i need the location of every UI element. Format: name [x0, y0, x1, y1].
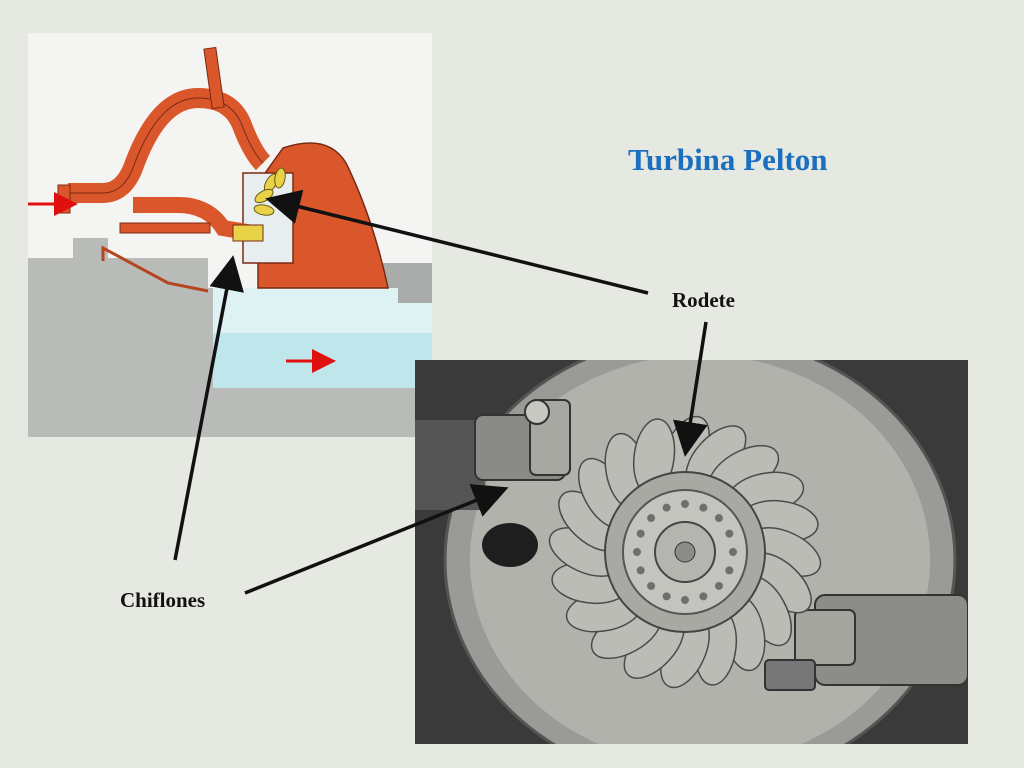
flange-bolt — [714, 581, 723, 590]
flange-bolt — [725, 566, 734, 575]
chiflones-pointer-photo — [244, 484, 509, 595]
flange-bolt — [647, 514, 656, 523]
flange-bolt — [681, 596, 689, 604]
flange-bolt — [699, 503, 708, 512]
plate-hole — [482, 523, 538, 567]
rodete-pointer-photo — [673, 321, 708, 457]
turbine-schematic — [28, 46, 432, 437]
label-rodete: Rodete — [672, 288, 735, 312]
flange-bolt — [636, 529, 645, 538]
penstock-outline — [68, 97, 264, 194]
rodete-pointer-diagram — [265, 189, 649, 295]
chiflones-pointer-diagram — [173, 255, 244, 561]
nozzle-pipe — [119, 222, 211, 234]
right-nozzle — [764, 594, 968, 691]
turbine-diagram — [28, 33, 432, 437]
nozzle — [232, 224, 264, 242]
flange-bolt — [647, 581, 656, 590]
label-chiflones: Chiflones — [120, 588, 206, 612]
flange-bolt — [636, 566, 645, 575]
flange-bolt — [699, 592, 708, 601]
pit — [213, 288, 432, 333]
flange-bolts — [633, 500, 737, 604]
flange-bolt — [633, 548, 641, 556]
left-nozzle — [415, 399, 571, 510]
drain-pipe — [101, 245, 209, 293]
runner-photo-illustration — [415, 360, 968, 744]
flange-bolt — [662, 503, 671, 512]
foundation — [383, 263, 432, 303]
slide-title: Turbina Pelton — [628, 142, 828, 177]
hub-center — [674, 541, 696, 563]
flange-bolt — [729, 548, 737, 556]
flange-bolt — [681, 500, 689, 508]
flange-bolt — [725, 529, 734, 538]
flange-bolt — [662, 592, 671, 601]
flange-bolt — [714, 514, 723, 523]
vent-pipe — [203, 46, 225, 110]
lower-branch — [133, 197, 255, 241]
